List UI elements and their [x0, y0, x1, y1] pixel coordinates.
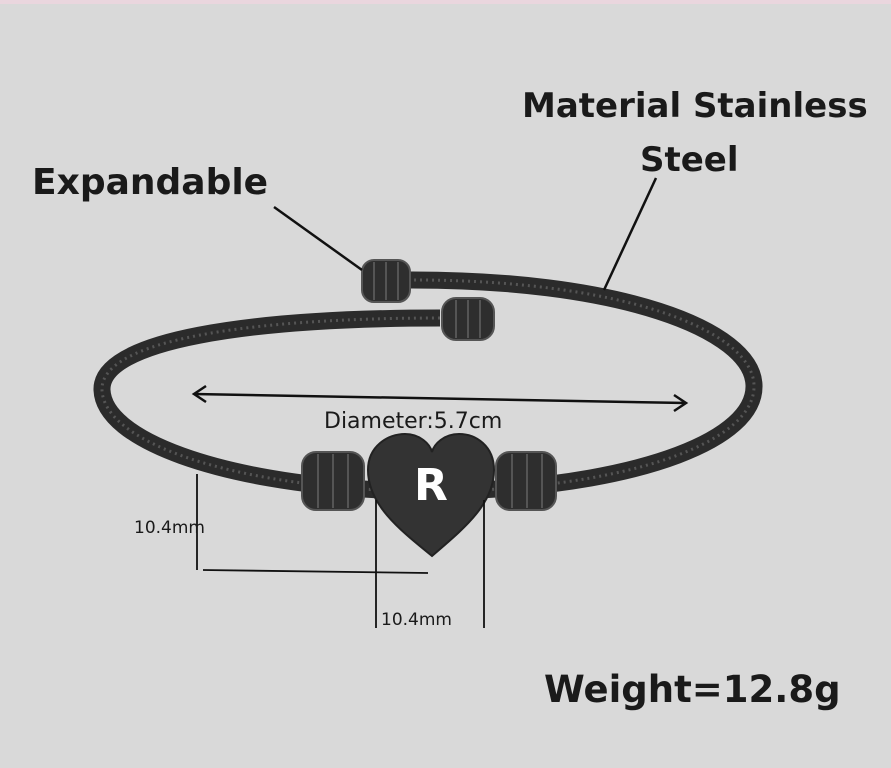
coil-right: [495, 451, 557, 511]
weight-label: Weight=12.8g: [544, 668, 841, 711]
bangle: [93, 271, 763, 499]
expandable-label: Expandable: [32, 162, 269, 203]
material-label-line1: Material Stainless: [522, 86, 868, 126]
heart-charm: [366, 432, 496, 558]
material-leader: [602, 177, 658, 291]
height-dimension-lines: [196, 474, 429, 574]
diameter-arrow: [191, 384, 689, 413]
width-dimension-lines: [375, 500, 485, 628]
diameter-label: Diameter:5.7cm: [324, 409, 503, 434]
top-border: [0, 0, 891, 4]
charm-letter: R: [414, 460, 448, 511]
height-dimension-label: 10.4mm: [134, 518, 205, 538]
expandable-leader: [273, 205, 363, 272]
coil-left: [301, 451, 365, 511]
coil-end-top: [361, 259, 411, 303]
width-dimension-label: 10.4mm: [381, 610, 452, 630]
coil-end-bottom: [441, 297, 495, 341]
material-label-line2: Steel: [640, 140, 739, 180]
